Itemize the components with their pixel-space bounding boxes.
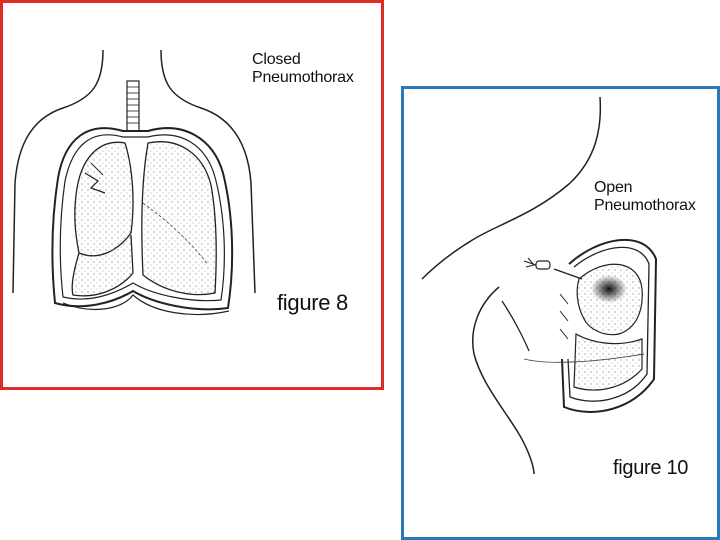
closed-title-line2: Pneumothorax <box>252 68 354 86</box>
figure-10-panel: Open Pneumothorax figure 10 <box>401 86 720 540</box>
figure-10-caption: figure 10 <box>613 457 689 479</box>
figure-8-caption: figure 8 <box>277 290 348 315</box>
open-title-line2: Pneumothorax <box>594 196 696 214</box>
closed-title-line1: Closed <box>252 51 301 68</box>
closed-pneumothorax-title: Closed Pneumothorax <box>252 51 354 86</box>
figure-8-panel: Closed Pneumothorax figure 8 <box>0 0 384 390</box>
open-pneumothorax-illustration <box>421 96 658 475</box>
closed-pneumothorax-illustration <box>12 49 256 316</box>
open-pneumothorax-title: Open Pneumothorax <box>594 179 696 214</box>
open-title-line1: Open <box>594 179 633 196</box>
